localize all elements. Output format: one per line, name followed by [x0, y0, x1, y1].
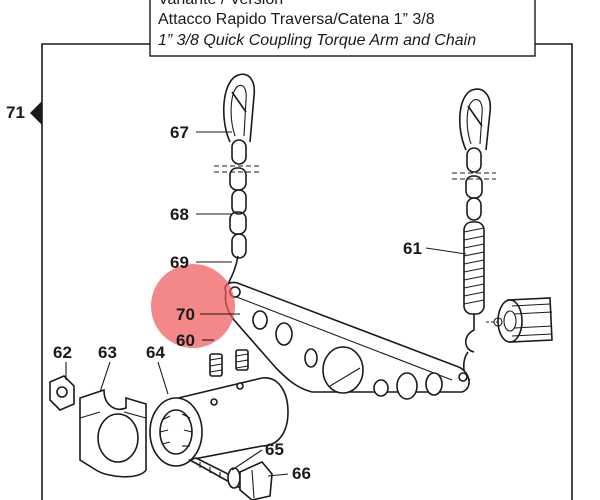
header-box: Variante / Version Attacco Rapido Traver…: [149, 0, 536, 57]
bolt: [188, 457, 273, 500]
torque-arm-plate: [224, 281, 470, 400]
page-reference-label: 71: [6, 103, 25, 122]
callout-66: 66: [292, 464, 311, 483]
right-spring-chain: [452, 88, 496, 381]
callout-63: 63: [98, 343, 117, 362]
page-reference[interactable]: 71: [6, 101, 42, 125]
header-title-italian: Attacco Rapido Traversa/Catena 1” 3/8: [158, 11, 435, 28]
callout-69: 69: [170, 253, 189, 272]
leader-lines: [65, 131, 467, 477]
callout-60: 60: [176, 331, 195, 350]
splined-shaft: [486, 297, 553, 343]
page-reference-arrow-icon: [30, 101, 42, 125]
callout-64: 64: [146, 343, 165, 362]
callout-70: 70: [176, 305, 195, 324]
grub-screws: [209, 349, 249, 377]
callout-62: 62: [53, 343, 72, 362]
callout-67: 67: [170, 123, 189, 142]
callout-61: 61: [403, 239, 422, 258]
highlight-marker[interactable]: [151, 264, 235, 348]
header-title-english: 1” 3/8 Quick Coupling Torque Arm and Cha…: [158, 32, 476, 49]
square-nut: [49, 375, 75, 411]
left-chain: [214, 73, 262, 297]
callout-68: 68: [170, 205, 189, 224]
header-cut-line: Variante / Version: [158, 0, 283, 8]
coupling-sleeve: [149, 377, 289, 467]
drawing-frame: [41, 43, 573, 500]
clamp: [79, 388, 147, 478]
callout-65: 65: [265, 440, 284, 459]
